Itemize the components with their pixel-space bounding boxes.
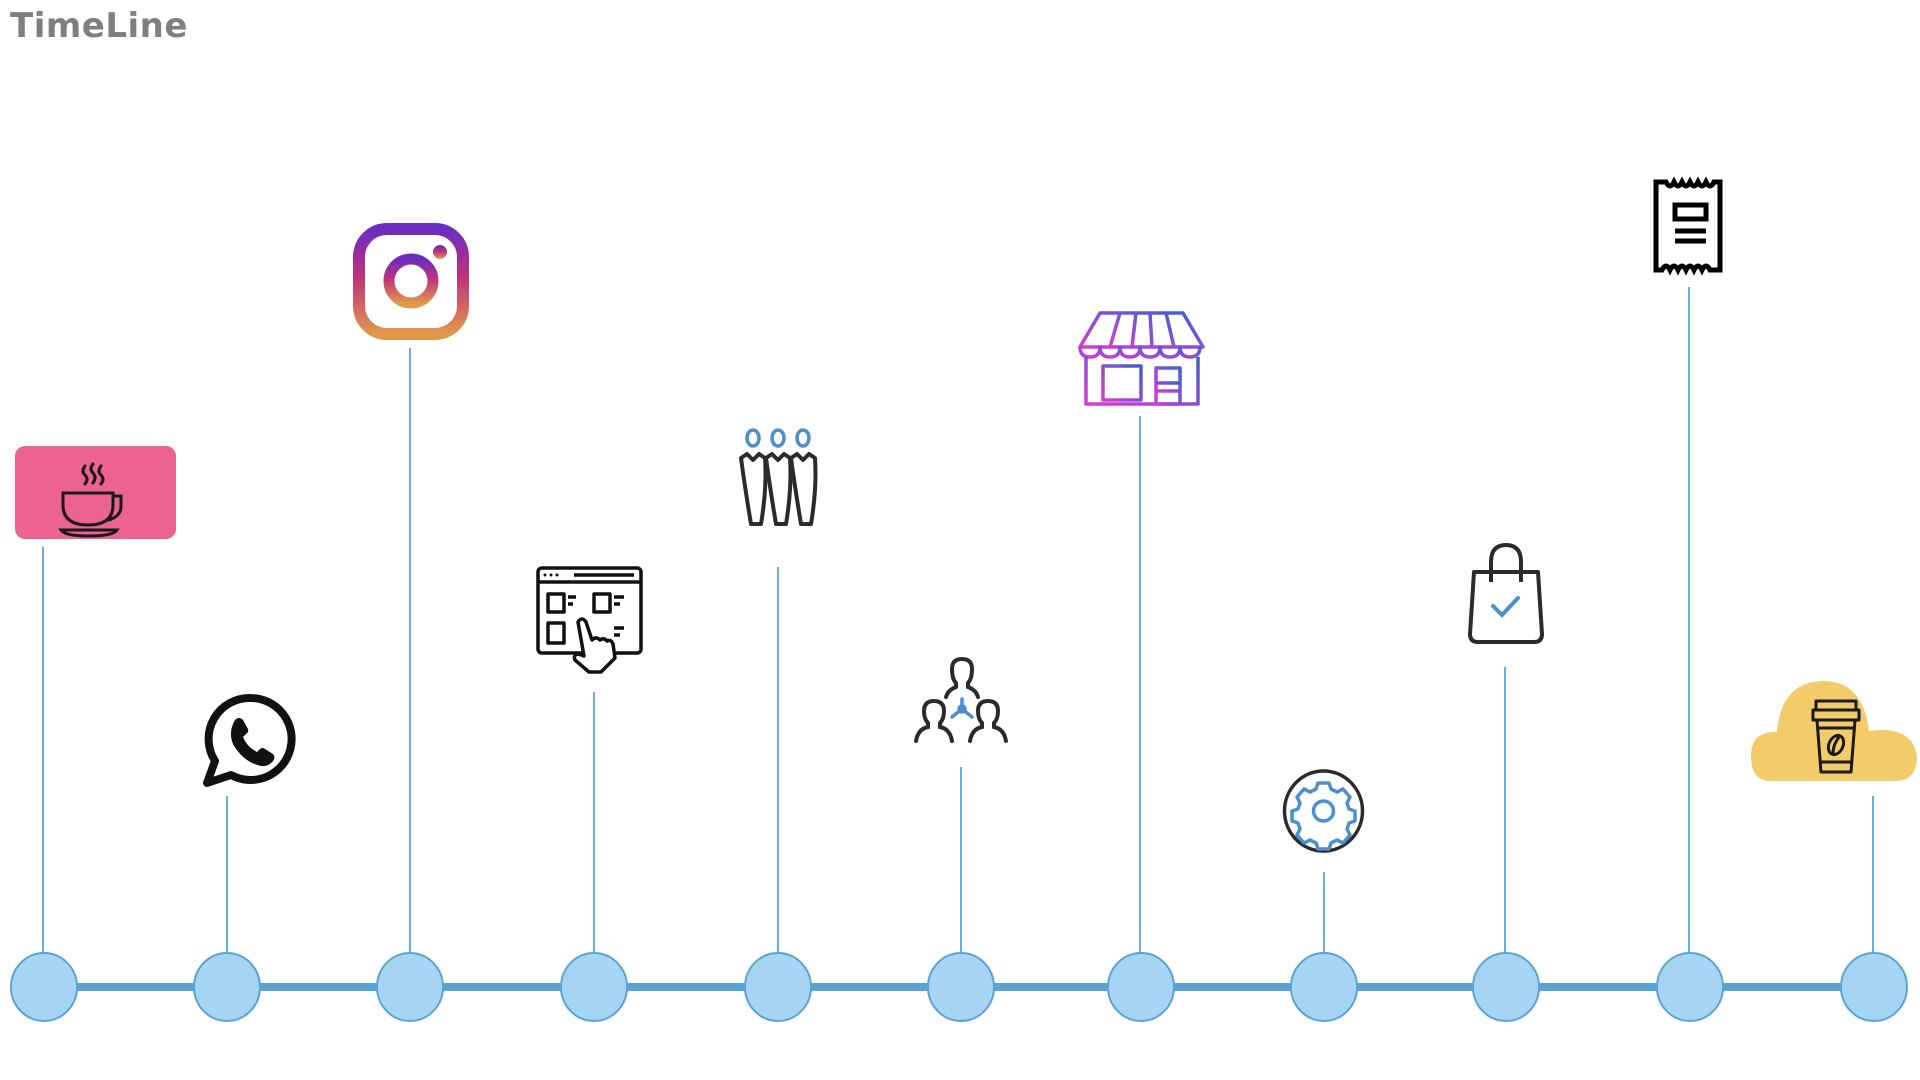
milestone-node: [1107, 952, 1175, 1022]
team-icon: [737, 426, 820, 529]
milestone-node: [560, 952, 628, 1022]
network-people-icon: [912, 655, 1013, 744]
instagram-icon: [353, 223, 469, 340]
shopping-bag-check-icon: [1466, 542, 1546, 644]
page-title: TimeLine: [10, 6, 188, 46]
milestone-node: [193, 952, 261, 1022]
milestone-node: [927, 952, 995, 1022]
whatsapp-icon: [203, 692, 297, 787]
store-icon: [1078, 311, 1205, 406]
milestone-node: [10, 952, 78, 1022]
milestone-node: [1656, 952, 1724, 1022]
gear-icon: [1282, 769, 1365, 853]
milestone-node: [1290, 952, 1358, 1022]
milestone-node: [744, 952, 812, 1022]
milestone-node: [376, 952, 444, 1022]
receipt-icon: [1653, 176, 1728, 276]
coffee-cloud-icon: [1751, 681, 1917, 782]
milestone-node: [1840, 952, 1908, 1022]
coffee-cup-icon: [15, 446, 176, 539]
milestone-node: [1472, 952, 1540, 1022]
web-touch-icon: [536, 566, 643, 674]
